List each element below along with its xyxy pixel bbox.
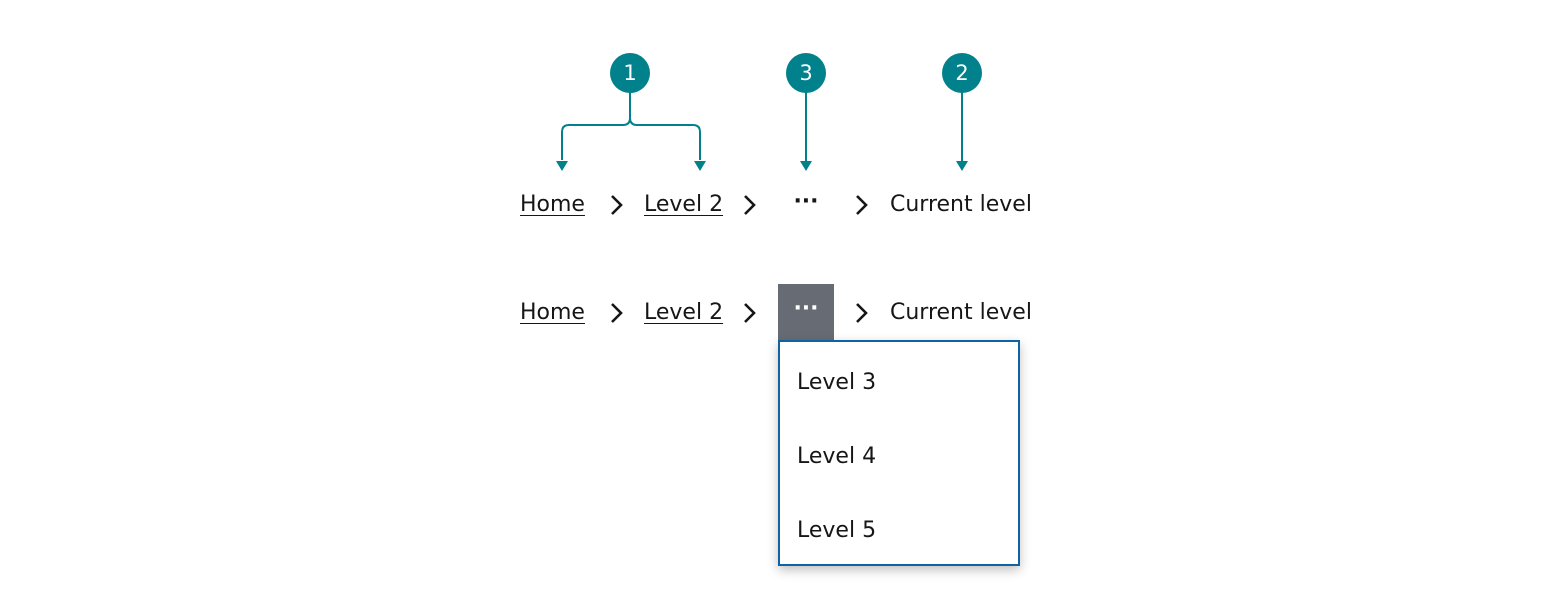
- callout-1-connector: [561, 92, 701, 160]
- callout-marker-2: 2: [942, 53, 982, 93]
- chevron-right-icon: [611, 303, 623, 323]
- callout-marker-1: 1: [610, 53, 650, 93]
- breadcrumb-level2-link[interactable]: Level 2: [644, 300, 724, 325]
- callout-2-arrow: [956, 161, 968, 171]
- breadcrumb-current-level: Current level: [890, 192, 1032, 217]
- breadcrumb-home-link[interactable]: Home: [520, 300, 585, 325]
- breadcrumb-overflow-button[interactable]: ···: [778, 177, 834, 233]
- menu-item-level-4[interactable]: Level 4: [797, 444, 877, 469]
- overflow-menu-icon: ···: [793, 189, 819, 214]
- chevron-right-icon: [744, 195, 756, 215]
- chevron-right-icon: [611, 195, 623, 215]
- breadcrumb-level2-link[interactable]: Level 2: [644, 192, 724, 217]
- callout-1-arrow-level2: [694, 161, 706, 171]
- menu-item-level-3[interactable]: Level 3: [797, 370, 877, 395]
- chevron-right-icon: [856, 195, 868, 215]
- breadcrumb-home-link[interactable]: Home: [520, 192, 585, 217]
- chevron-right-icon: [744, 303, 756, 323]
- callout-marker-3: 3: [786, 53, 826, 93]
- menu-item-level-5[interactable]: Level 5: [797, 518, 877, 543]
- chevron-right-icon: [856, 303, 868, 323]
- callout-3-arrow: [800, 161, 812, 171]
- callout-1-arrow-home: [556, 161, 568, 171]
- breadcrumb-current-level: Current level: [890, 300, 1032, 325]
- overflow-dropdown-menu: Level 3 Level 4 Level 5: [778, 340, 1020, 566]
- overflow-menu-icon: ···: [793, 296, 819, 321]
- breadcrumb-overflow-button-active[interactable]: ···: [778, 284, 834, 340]
